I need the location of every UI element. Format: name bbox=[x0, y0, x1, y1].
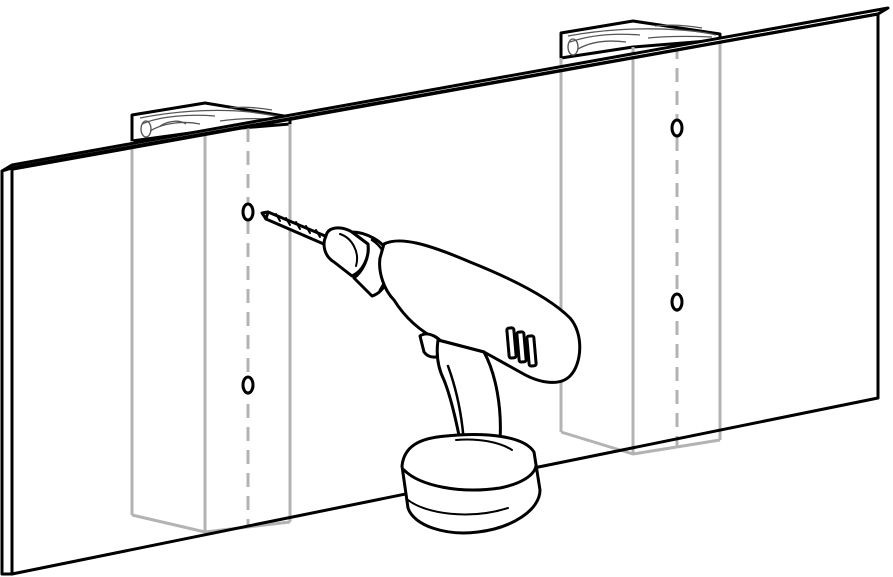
screw-hole-left-lower bbox=[241, 375, 255, 395]
left-stud bbox=[130, 101, 292, 534]
drill-bit-icon bbox=[260, 210, 332, 247]
right-stud-hidden-outline bbox=[559, 40, 722, 456]
drill-handle bbox=[435, 338, 502, 452]
panel-face bbox=[10, 12, 880, 576]
screw-hole-left-upper bbox=[241, 202, 255, 222]
wood-grain-right bbox=[567, 24, 717, 56]
right-stud bbox=[559, 19, 722, 456]
screw-hole-right-upper bbox=[670, 118, 684, 138]
wall-panel bbox=[0, 6, 890, 576]
screw-holes bbox=[241, 118, 684, 395]
drill-icon bbox=[260, 210, 582, 535]
drill-vents bbox=[505, 326, 538, 368]
screw-hole-right-lower bbox=[670, 292, 684, 312]
battery-pack-icon bbox=[400, 433, 542, 535]
left-stud-hidden-outline bbox=[130, 124, 292, 534]
